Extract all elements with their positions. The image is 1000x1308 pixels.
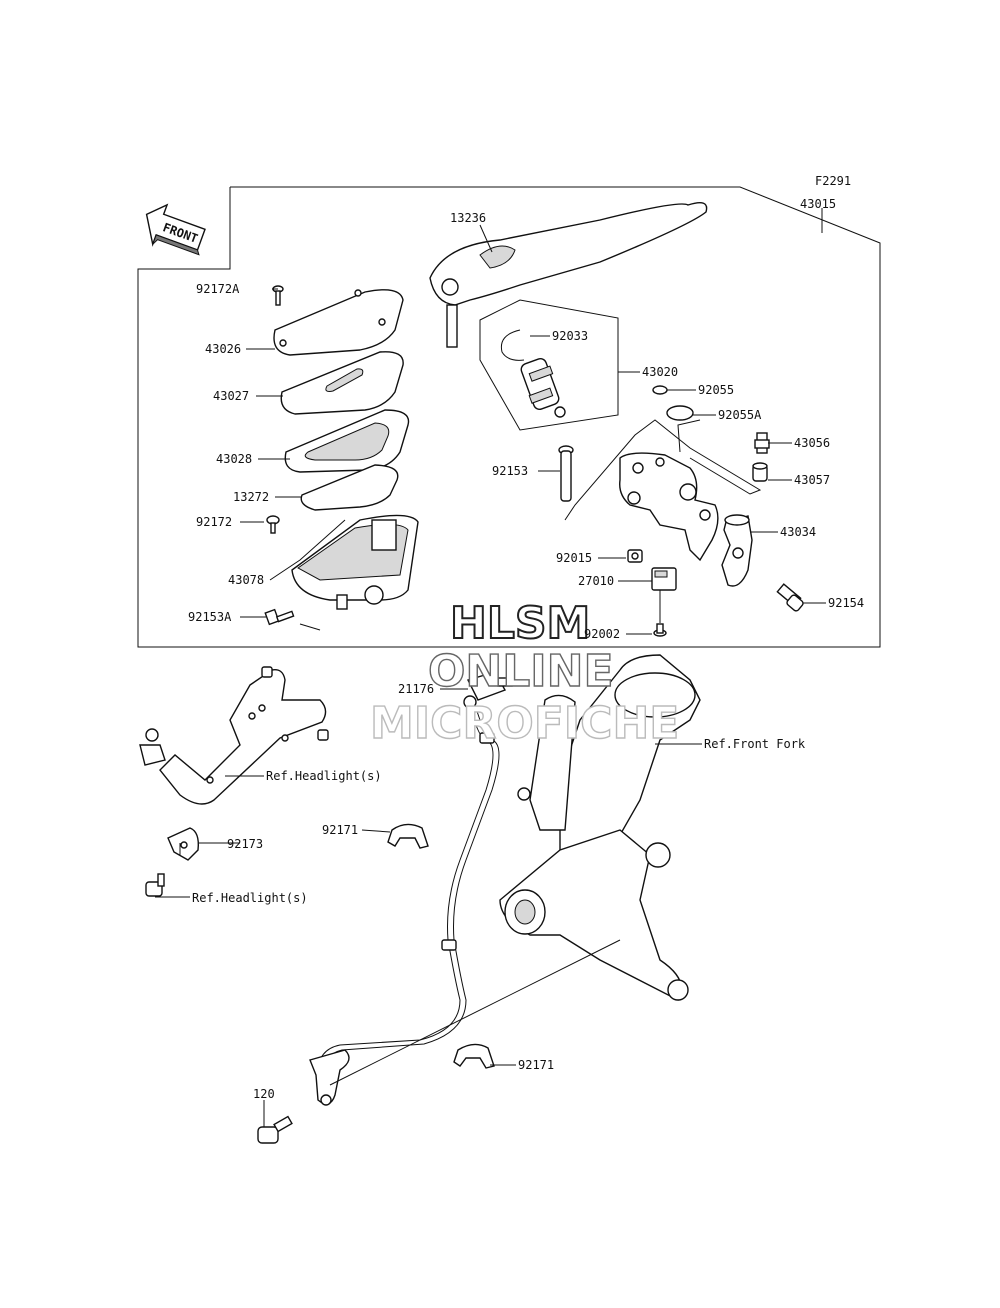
label-43015: 43015 bbox=[800, 197, 836, 211]
bleeder-cap-43057 bbox=[752, 462, 768, 482]
label-92033: 92033 bbox=[552, 329, 588, 343]
bolt-92154 bbox=[776, 583, 804, 612]
watermark-line1: HLSM bbox=[450, 598, 590, 649]
watermark: HLSM ONLINE MICROFICHE bbox=[369, 597, 680, 750]
bolt-120 bbox=[257, 1115, 293, 1144]
label-92173: 92173 bbox=[227, 837, 263, 851]
headlight-bracket bbox=[139, 666, 329, 805]
label-92172: 92172 bbox=[196, 515, 232, 529]
reservoir-cap bbox=[273, 289, 404, 356]
label-92002: 92002 bbox=[584, 627, 620, 641]
label-43057: 43057 bbox=[794, 473, 830, 487]
watermark-line2: ONLINE bbox=[428, 646, 614, 697]
label-92171-upper: 92171 bbox=[322, 823, 358, 837]
bolt-headlight bbox=[145, 873, 165, 897]
label-92015: 92015 bbox=[556, 551, 592, 565]
label-92154: 92154 bbox=[828, 596, 864, 610]
label-13236: 13236 bbox=[450, 211, 486, 225]
assembly-frame bbox=[137, 186, 881, 648]
piston-kit-92033 bbox=[500, 329, 566, 418]
oring-92055A bbox=[666, 405, 694, 421]
label-43028: 43028 bbox=[216, 452, 252, 466]
clamp-92171-upper bbox=[387, 823, 429, 849]
label-ref-headlight-2: Ref.Headlight(s) bbox=[192, 891, 308, 905]
clamp-43034 bbox=[721, 514, 753, 587]
bleeder-43056 bbox=[754, 432, 770, 454]
diaphragm-plate bbox=[280, 351, 404, 415]
label-27010: 27010 bbox=[578, 574, 614, 588]
label-92171-lower: 92171 bbox=[518, 1058, 554, 1072]
diaphragm bbox=[284, 409, 410, 473]
label-92153A: 92153A bbox=[188, 610, 232, 624]
label-92055: 92055 bbox=[698, 383, 734, 397]
switch-27010 bbox=[651, 567, 677, 623]
label-92172A: 92172A bbox=[196, 282, 240, 296]
washer-92055 bbox=[652, 385, 668, 395]
bolt-92153A bbox=[264, 608, 295, 626]
label-43078: 43078 bbox=[228, 573, 264, 587]
nut-92015 bbox=[627, 549, 643, 563]
master-cylinder-body bbox=[619, 452, 719, 562]
label-13272: 13272 bbox=[233, 490, 269, 504]
clamp-92171-lower bbox=[453, 1043, 495, 1069]
pin-92153 bbox=[558, 445, 574, 502]
label-ref-headlight-1: Ref.Headlight(s) bbox=[266, 769, 382, 783]
label-92055A: 92055A bbox=[718, 408, 762, 422]
label-43027: 43027 bbox=[213, 389, 249, 403]
abs-sensor-21176 bbox=[317, 671, 513, 1081]
screw-92172 bbox=[266, 515, 280, 534]
label-21176: 21176 bbox=[398, 682, 434, 696]
label-43034: 43034 bbox=[780, 525, 816, 539]
diagram-code: F2291 bbox=[815, 174, 851, 188]
label-43026: 43026 bbox=[205, 342, 241, 356]
label-43020: 43020 bbox=[642, 365, 678, 379]
brake-lever bbox=[429, 202, 708, 348]
label-43056: 43056 bbox=[794, 436, 830, 450]
clip-92173 bbox=[167, 827, 200, 861]
wheel-sensor bbox=[309, 1049, 350, 1106]
label-92153: 92153 bbox=[492, 464, 528, 478]
front-fork bbox=[499, 654, 701, 1001]
front-arrow-icon: FRONT bbox=[145, 203, 206, 256]
piston-kit-frame bbox=[479, 299, 619, 431]
screw-92002 bbox=[653, 623, 667, 637]
reservoir-body bbox=[291, 514, 419, 610]
float-plate bbox=[300, 464, 399, 511]
watermark-line3: MICROFICHE bbox=[370, 698, 679, 749]
label-ref-front-fork: Ref.Front Fork bbox=[704, 737, 806, 751]
label-120: 120 bbox=[253, 1087, 275, 1101]
